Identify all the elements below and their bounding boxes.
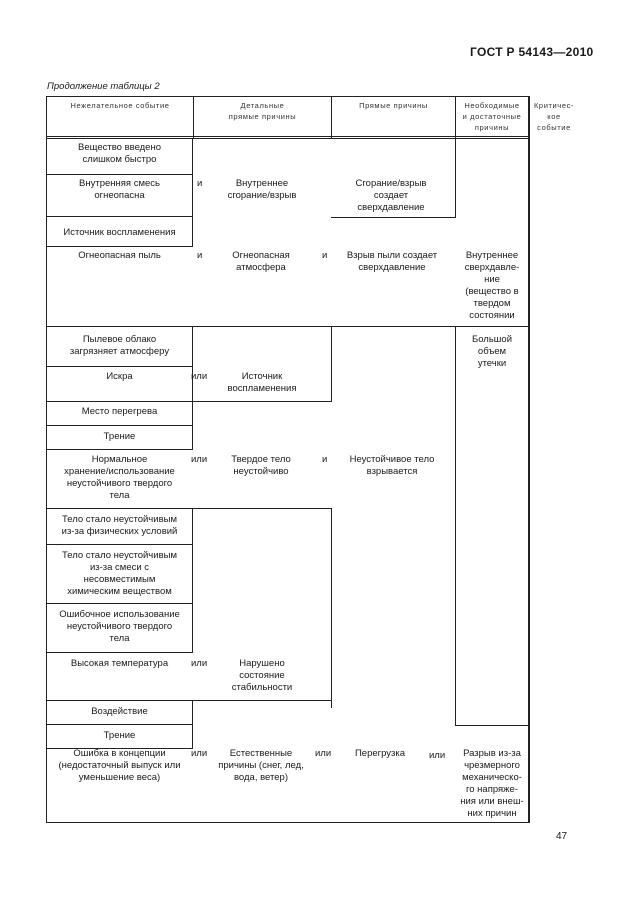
page-number: 47 xyxy=(556,831,568,842)
direct-cause-overload: Перегрузка xyxy=(354,748,406,759)
table-top-border xyxy=(46,96,530,97)
connector-and: и xyxy=(322,250,328,261)
connector-or: или xyxy=(191,658,208,669)
connector-and: и xyxy=(197,178,203,189)
header-bottom-border-double xyxy=(46,138,530,139)
header-col-sep xyxy=(193,96,194,138)
column-header-direct-causes: Прямые причины xyxy=(359,101,428,110)
document-code: ГОСТ Р 54143—2010 xyxy=(470,45,594,59)
event-impact: Воздействие xyxy=(91,706,148,717)
header-bottom-border xyxy=(46,136,530,137)
table-right-border xyxy=(529,96,530,823)
event-design-error: Ошибка в концепции(недостаточный выпуск … xyxy=(58,748,181,783)
critical-column-border xyxy=(528,138,529,822)
connector-and: и xyxy=(197,250,203,261)
header-col-sep xyxy=(528,96,529,138)
event-friction-2: Трение xyxy=(103,730,136,741)
connector-or: или xyxy=(315,748,332,759)
event-spark: Искра xyxy=(106,371,133,382)
header-col-sep xyxy=(455,96,456,138)
event-hot-spot: Место перегрева xyxy=(81,406,158,417)
connector-or: или xyxy=(429,750,446,761)
table-left-border xyxy=(46,96,47,823)
connector-or: или xyxy=(191,748,208,759)
table-bottom-border xyxy=(46,822,530,823)
column-header-undesired-event: Нежелательное событие xyxy=(70,101,170,110)
header-col-sep xyxy=(331,96,332,138)
table-continuation-caption: Продолжение таблицы 2 xyxy=(47,81,160,92)
event-friction: Трение xyxy=(103,431,136,442)
connector-or: или xyxy=(191,371,208,382)
event-high-temperature: Высокая температура xyxy=(70,658,169,669)
event-ignition-source: Источник воспламенения xyxy=(63,227,176,238)
connector-or: или xyxy=(191,454,208,465)
connector-and: и xyxy=(322,454,328,465)
event-flammable-dust: Огнеопасная пыль xyxy=(78,250,161,261)
